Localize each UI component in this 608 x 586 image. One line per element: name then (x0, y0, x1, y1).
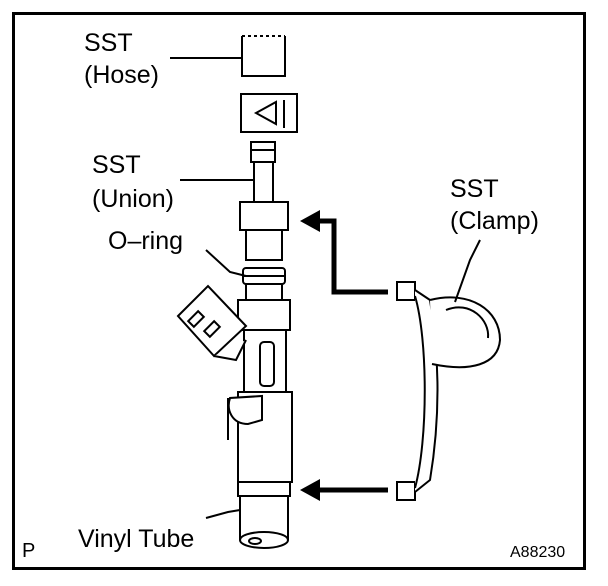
arrow-upper (300, 210, 388, 295)
sst-hose-part (241, 35, 286, 77)
vinyl-tube-leader-line (205, 509, 241, 519)
hose-connector-part (240, 93, 298, 133)
sst-clamp-label-line1: SST (450, 175, 499, 203)
corner-mark: P (22, 540, 36, 562)
vinyl-tube-part (237, 481, 291, 549)
fuel-injector-part (227, 283, 293, 483)
sst-clamp-label-line2: (Clamp) (450, 207, 539, 235)
sst-union-label-line2: (Union) (92, 185, 174, 213)
figure-code: A88230 (510, 544, 566, 561)
sst-hose-label-line1: SST (84, 29, 133, 57)
sst-union-part (239, 141, 289, 261)
arrow-lower (300, 479, 388, 501)
clamp-leader-line (454, 239, 481, 303)
injector-connector-part (176, 284, 248, 362)
diagram-frame (12, 12, 586, 570)
o-ring-part (242, 267, 286, 285)
vinyl-tube-label: Vinyl Tube (78, 525, 195, 553)
sst-union-label-line1: SST (92, 151, 141, 179)
sst-hose-label-line2: (Hose) (84, 61, 160, 89)
o-ring-label: O–ring (108, 227, 184, 255)
o-ring-leader-line (205, 249, 247, 277)
sst-clamp-part (396, 281, 502, 501)
